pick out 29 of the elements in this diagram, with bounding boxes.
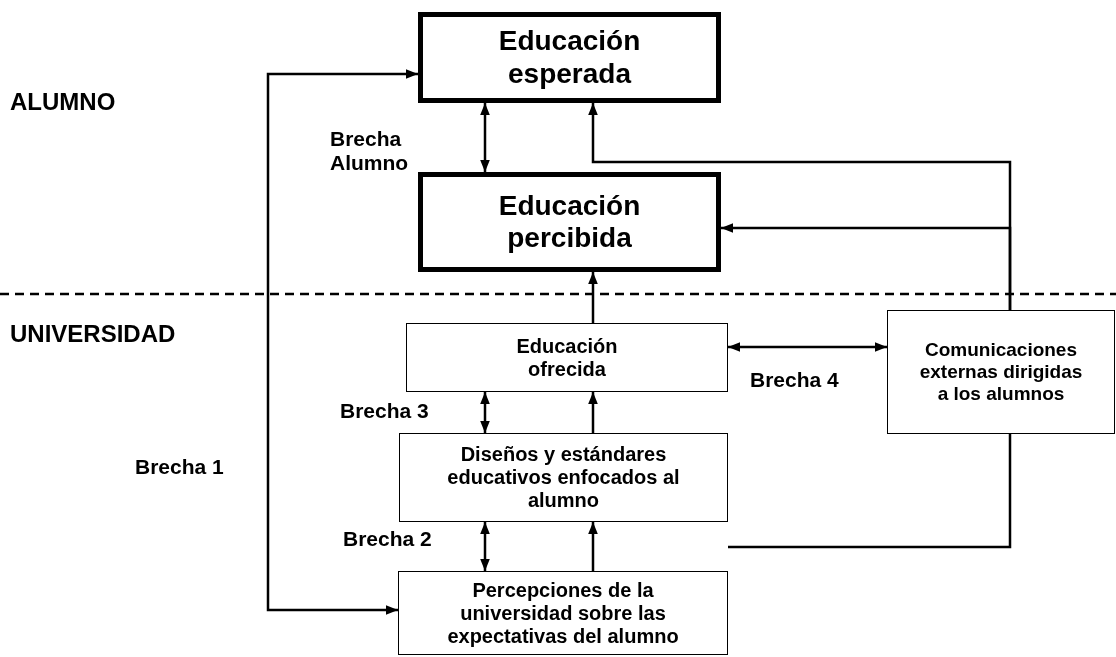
arrow xyxy=(588,392,598,433)
box-text: Educación ofrecida xyxy=(515,334,619,381)
arrow xyxy=(480,522,490,571)
process-box xyxy=(398,571,728,655)
process-box xyxy=(406,323,728,392)
gap-label: Brecha 3 xyxy=(340,399,429,424)
arrow xyxy=(728,342,887,352)
gap-label: Brecha 4 xyxy=(750,368,839,393)
box-text: Percepciones de la universidad sobre las expectativas del alumno xyxy=(446,578,680,648)
gap-label: Brecha 1 xyxy=(135,455,224,480)
box-text: Diseños y estándares educativos enfocados al alumno xyxy=(446,443,681,512)
process-box xyxy=(887,310,1115,434)
process-box xyxy=(399,433,728,522)
connector-line xyxy=(728,434,1012,549)
gap-label: Brecha Alumno xyxy=(330,127,410,176)
arrow xyxy=(721,223,1012,310)
section-label: ALUMNO xyxy=(10,88,116,116)
arrow xyxy=(588,272,598,323)
box-text: Educación esperada xyxy=(497,25,642,90)
arrow xyxy=(266,69,418,615)
key-concept-box xyxy=(418,12,721,103)
key-concept-box xyxy=(418,172,721,272)
arrow xyxy=(480,103,490,172)
arrow xyxy=(480,392,490,433)
arrow xyxy=(588,522,598,571)
section-label: UNIVERSIDAD xyxy=(10,320,176,348)
box-text: Educación percibida xyxy=(497,189,642,255)
gap-label: Brecha 2 xyxy=(343,527,432,552)
box-text: Comunicaciones externas dirigidas a los alumnos xyxy=(918,339,1084,405)
